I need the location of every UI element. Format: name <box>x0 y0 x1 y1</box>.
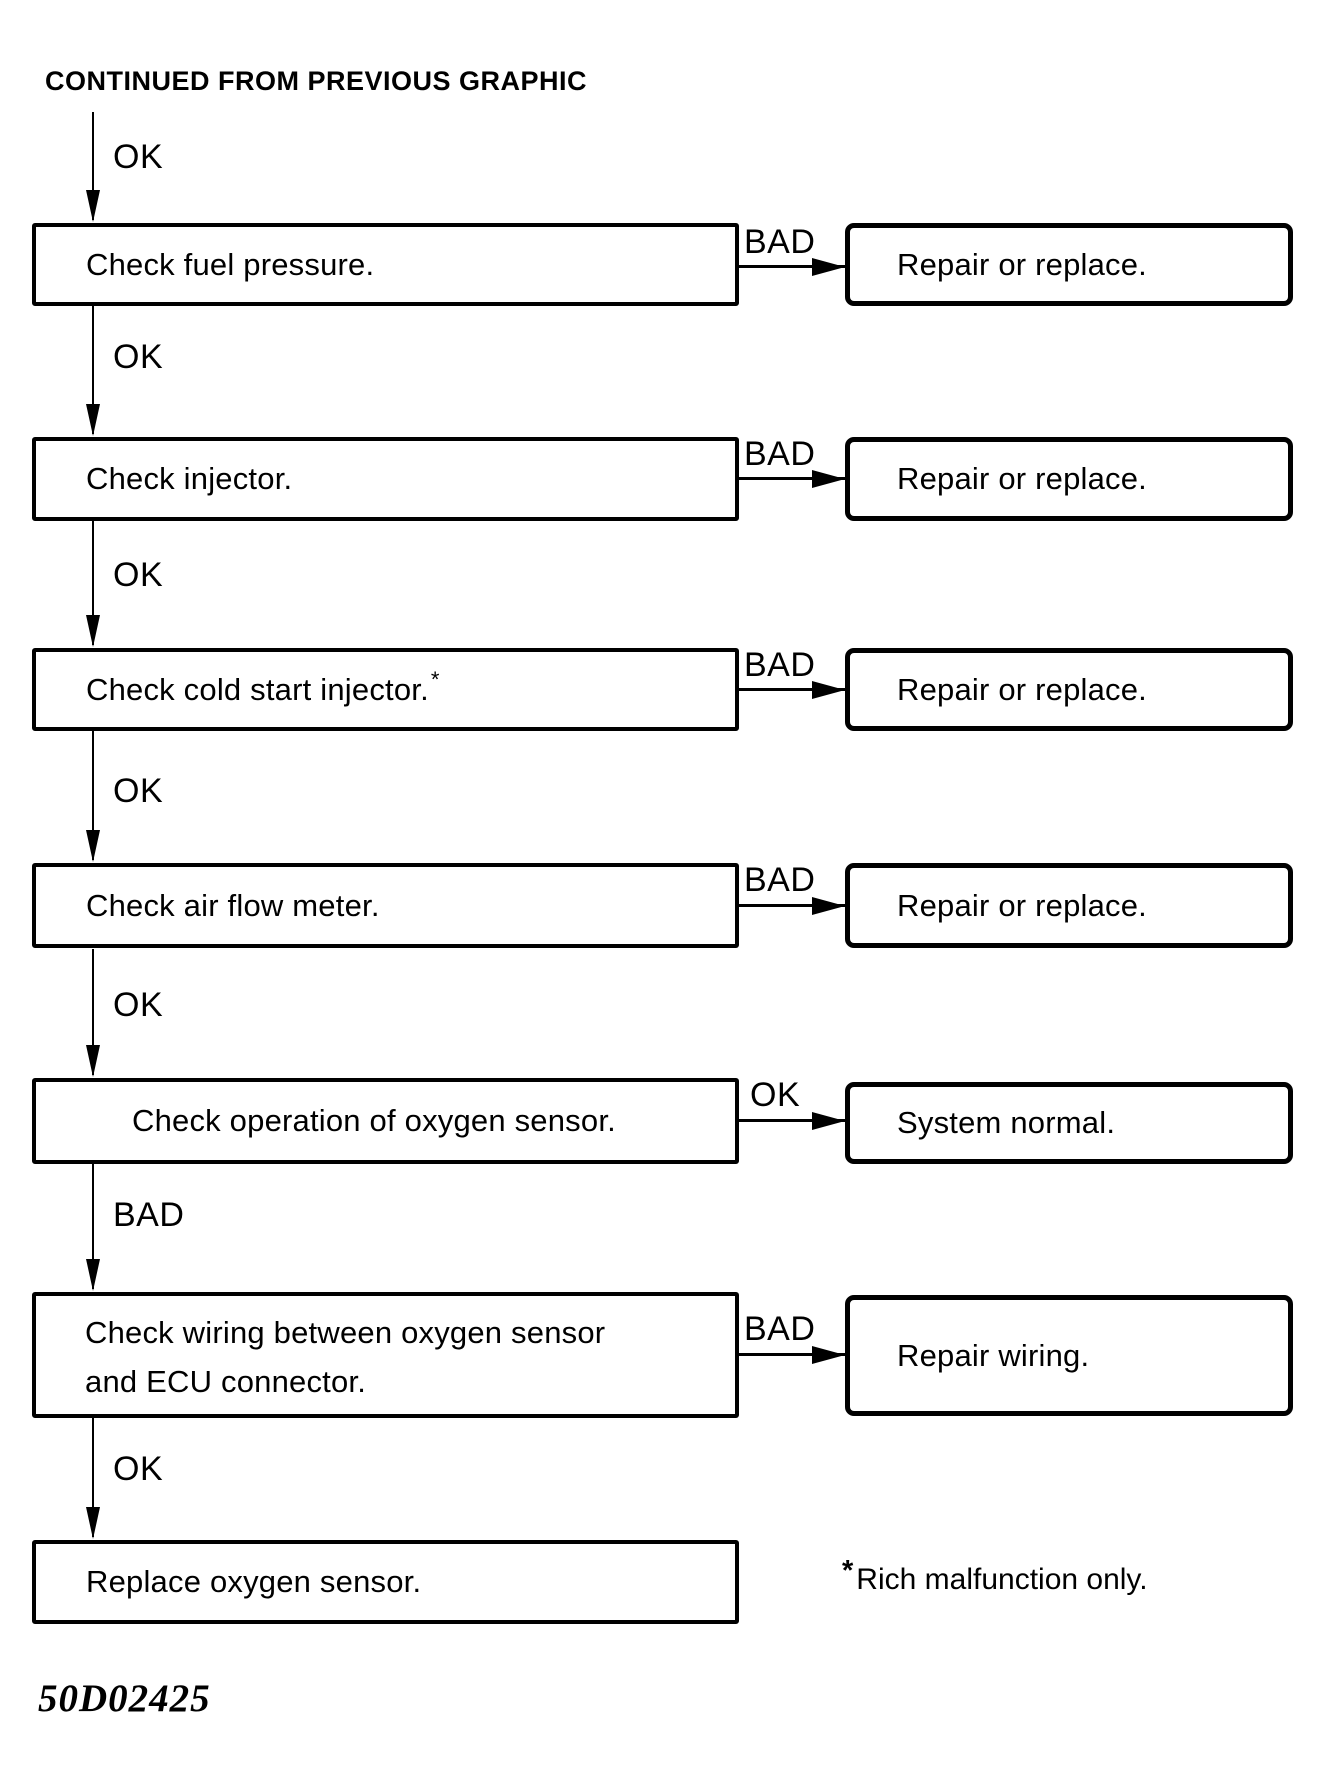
step-box-oxygen-sensor-operation: Check operation of oxygen sensor. <box>32 1078 739 1164</box>
footnote-marker: * <box>842 1555 854 1587</box>
down-arrow-icon <box>86 830 100 862</box>
result-box-repair-replace: Repair or replace. <box>845 863 1293 948</box>
right-arrow-icon <box>812 897 845 915</box>
step-box-injector: Check injector. <box>32 437 739 521</box>
branch-arrow-line <box>739 1353 845 1356</box>
down-label-ok: OK <box>113 338 164 376</box>
branch-label-bad: BAD <box>744 1310 816 1348</box>
branch-label-bad: BAD <box>744 861 816 899</box>
right-arrow-icon <box>812 1112 845 1130</box>
right-arrow-icon <box>812 681 845 699</box>
step-text: Replace oxygen sensor. <box>86 1564 422 1599</box>
down-arrow-icon <box>86 615 100 647</box>
down-arrow-icon <box>86 1507 100 1539</box>
down-arrow-icon <box>86 1045 100 1077</box>
down-label-bad: BAD <box>113 1196 185 1234</box>
connector-line <box>92 1164 94 1289</box>
branch-arrow-line <box>739 477 845 480</box>
branch-arrow-line <box>739 688 845 691</box>
step-box-cold-start-injector: Check cold start injector.* <box>32 648 739 731</box>
step-box-air-flow-meter: Check air flow meter. <box>32 863 739 948</box>
branch-arrow-line <box>739 1119 845 1122</box>
result-text: Repair or replace. <box>897 246 1147 282</box>
result-box-repair-replace: Repair or replace. <box>845 648 1293 731</box>
step-box-replace-oxygen-sensor: Replace oxygen sensor. <box>32 1540 739 1624</box>
branch-label-bad: BAD <box>744 435 816 473</box>
footnote-text: Rich malfunction only. <box>856 1563 1148 1596</box>
result-box-repair-replace: Repair or replace. <box>845 437 1293 521</box>
down-arrow-icon <box>86 1259 100 1291</box>
connector-line <box>92 949 94 1075</box>
right-arrow-icon <box>812 258 845 276</box>
connector-line <box>92 731 94 860</box>
result-box-repair-wiring: Repair wiring. <box>845 1295 1293 1416</box>
entry-connector-line <box>92 112 94 220</box>
step-box-fuel-pressure: Check fuel pressure. <box>32 223 739 306</box>
step-text: Check cold start injector. <box>86 671 429 707</box>
step-text: Check injector. <box>86 461 293 496</box>
result-text: Repair wiring. <box>897 1337 1090 1373</box>
connector-line <box>92 306 94 434</box>
step-text: Check air flow meter. <box>86 887 380 923</box>
branch-arrow-line <box>739 904 845 907</box>
result-box-repair-replace: Repair or replace. <box>845 223 1293 306</box>
right-arrow-icon <box>812 470 845 488</box>
figure-code: 50D02425 <box>38 1677 211 1720</box>
result-text: System normal. <box>897 1105 1116 1140</box>
result-box-system-normal: System normal. <box>845 1082 1293 1164</box>
entry-ok-label: OK <box>113 138 164 176</box>
branch-label-bad: BAD <box>744 646 816 684</box>
branch-label-bad: BAD <box>744 223 816 261</box>
down-label-ok: OK <box>113 986 164 1024</box>
down-label-ok: OK <box>113 1450 164 1488</box>
step-text: Check operation of oxygen sensor. <box>132 1103 616 1138</box>
result-text: Repair or replace. <box>897 887 1147 923</box>
down-arrow-icon <box>86 404 100 436</box>
step-text: Check fuel pressure. <box>86 246 375 282</box>
branch-label-ok: OK <box>750 1076 801 1114</box>
down-arrow-icon <box>86 190 100 222</box>
footnote: *Rich malfunction only. <box>842 1555 1148 1597</box>
result-text: Repair or replace. <box>897 461 1147 496</box>
result-text: Repair or replace. <box>897 671 1147 707</box>
down-label-ok: OK <box>113 772 164 810</box>
step-text: Check wiring between oxygen sensor and E… <box>85 1315 606 1399</box>
down-label-ok: OK <box>113 556 164 594</box>
right-arrow-icon <box>812 1346 845 1364</box>
branch-arrow-line <box>739 265 845 268</box>
connector-line <box>92 521 94 645</box>
connector-line <box>92 1418 94 1537</box>
footnote-marker: * <box>430 666 440 692</box>
page-title: CONTINUED FROM PREVIOUS GRAPHIC <box>45 66 588 96</box>
step-box-oxygen-sensor-wiring: Check wiring between oxygen sensor and E… <box>32 1292 739 1418</box>
